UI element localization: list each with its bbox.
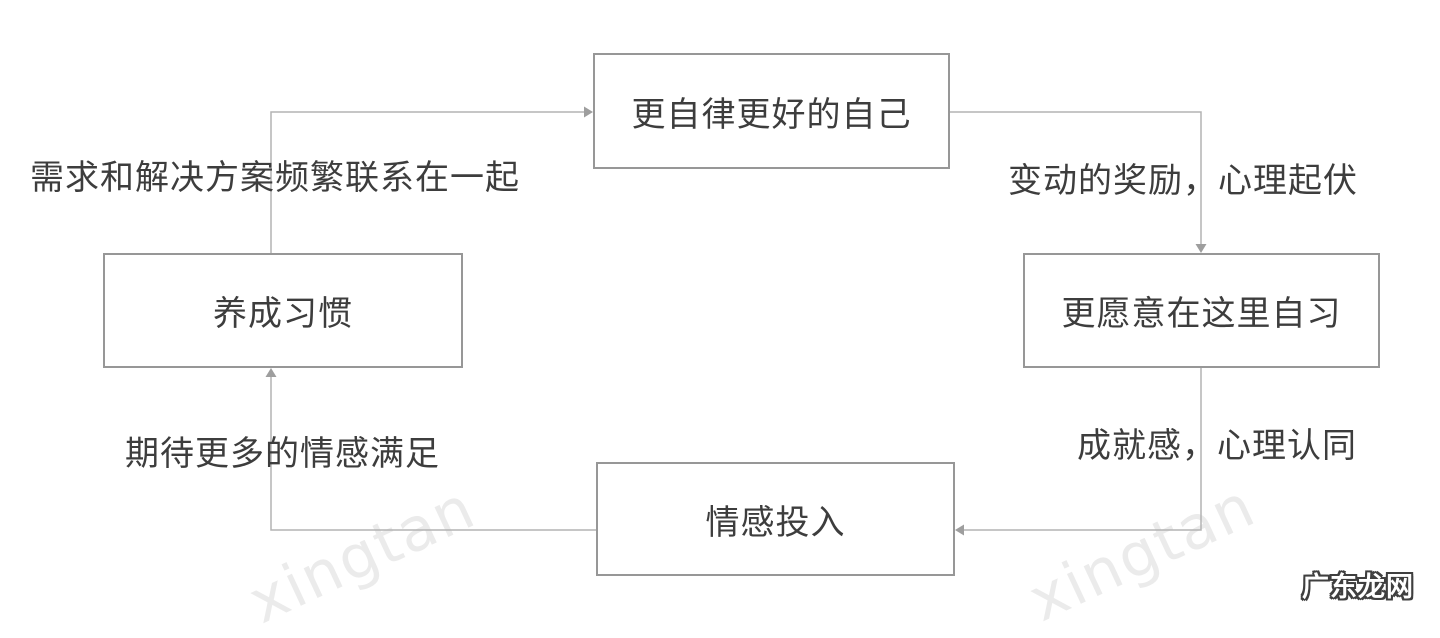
node-study-here-label: 更愿意在这里自习 <box>1061 295 1342 333</box>
node-better-self-label: 更自律更好的自己 <box>631 95 912 134</box>
edge-line-emotion-to-habit <box>270 377 596 531</box>
arrowhead-down-icon <box>1195 244 1207 253</box>
edge-label-habit-to-self: 需求和解决方案频繁联系在一起 <box>30 159 520 197</box>
node-form-habit-label: 养成习惯 <box>213 295 353 333</box>
edge-label-study-to-emotion: 成就感，心理认同 <box>1077 427 1357 465</box>
node-emotional-investment-label: 情感投入 <box>705 503 846 542</box>
arrowhead-up-icon <box>265 368 277 377</box>
arrowhead-left-icon <box>955 524 964 536</box>
node-study-here: 更愿意在这里自习 <box>1023 253 1380 368</box>
node-emotional-investment: 情感投入 <box>596 462 955 576</box>
habit-loop-diagram: xingtan xingtan 更自律更好的自己 更愿意在这里自习 情感投入 养… <box>30 53 1414 638</box>
node-form-habit: 养成习惯 <box>103 253 463 368</box>
edge-label-emotion-to-habit: 期待更多的情感满足 <box>125 435 440 473</box>
edge-line-study-to-emotion <box>964 368 1202 531</box>
arrowhead-right-icon <box>584 106 593 118</box>
edge-line-self-to-study <box>950 111 1202 244</box>
watermark-brand: 广东龙网 <box>1302 572 1414 602</box>
node-better-self: 更自律更好的自己 <box>593 53 950 169</box>
edge-label-self-to-study: 变动的奖励，心理起伏 <box>1008 162 1358 200</box>
edge-line-habit-to-self <box>270 111 584 253</box>
connector-layer <box>265 106 1207 536</box>
